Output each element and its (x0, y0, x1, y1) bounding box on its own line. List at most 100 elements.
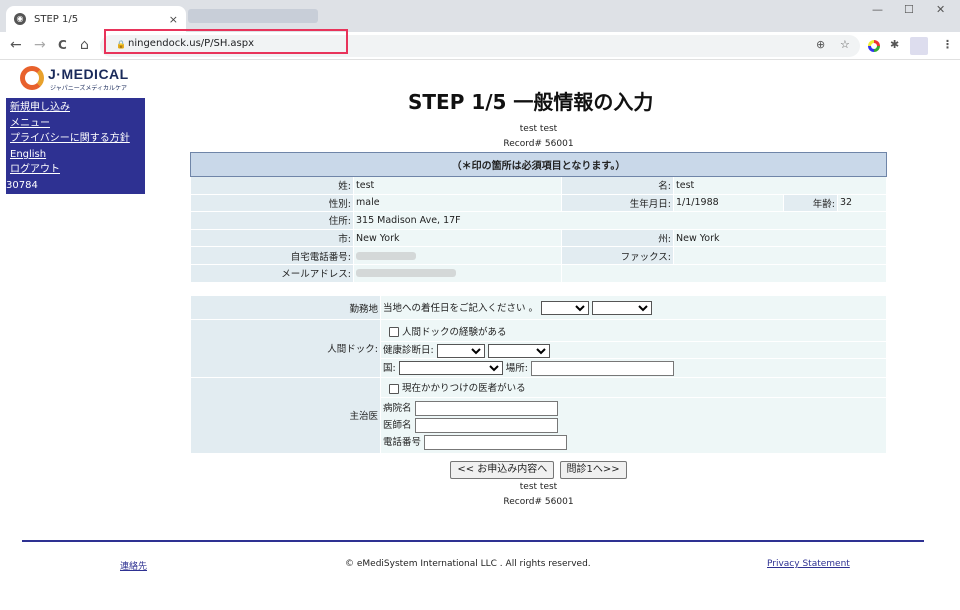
email-label: メールアドレス: (190, 263, 354, 283)
logo-name: J·MEDICAL (48, 66, 129, 82)
forward-icon[interactable]: → (34, 37, 46, 53)
copyright-text: © eMediSystem International LLC . All ri… (345, 559, 591, 569)
country-place-cell: 国: 場所: (380, 357, 887, 378)
sidebar-item-english[interactable]: English (10, 148, 47, 160)
reload-icon[interactable]: C (58, 38, 67, 52)
doctor-details-cell: 病院名 医師名 電話番号 (380, 396, 887, 454)
age-value: 32 (837, 193, 887, 213)
browser-toolbar: ← → C ⌂ 🔒 ningendock.us/P/SH.aspx ⊕ ☆ ✱ … (0, 32, 960, 60)
tab-close-icon[interactable]: × (168, 12, 178, 26)
dock-label: 人間ドック: (190, 319, 381, 378)
gender-value: male (353, 193, 562, 213)
doctor-name-label: 医師名 (383, 420, 412, 431)
zoom-icon[interactable]: ⊕ (816, 38, 826, 51)
home-phone-value (353, 246, 562, 265)
last-name-label: 姓: (190, 176, 354, 195)
email-value (353, 263, 562, 283)
last-name-value: test (353, 176, 562, 195)
profile-avatar[interactable] (910, 37, 928, 55)
general-info-table: （＊印の箇所は必須項目となります。） 姓: test 名: test 性別: m… (190, 152, 887, 283)
dob-label: 生年月日: (561, 193, 674, 213)
checkup-month-select[interactable] (436, 343, 485, 358)
footer-divider (22, 540, 924, 542)
place-input[interactable] (531, 360, 674, 376)
maximize-icon[interactable]: ☐ (904, 3, 914, 16)
sidebar-item-menu[interactable]: メニュー (10, 117, 50, 129)
browser-menu-icon[interactable]: ⋮ (942, 38, 953, 51)
state-label: 州: (561, 228, 674, 248)
url-text[interactable]: ningendock.us/P/SH.aspx (128, 38, 255, 49)
minimize-icon[interactable]: — (872, 3, 883, 16)
logo-subtitle: ジャパニーズメディカルケア (50, 85, 127, 92)
second-tab-blurred[interactable] (188, 9, 318, 23)
sidebar-id-number: 30784 (6, 180, 38, 191)
redacted-phone (356, 251, 416, 260)
footer-record-number: Record# 56001 (503, 497, 574, 507)
back-to-application-button[interactable]: << お申込み内容へ (450, 461, 555, 479)
tab-title: STEP 1/5 (34, 13, 79, 25)
page-favicon-icon: ◉ (14, 13, 26, 25)
has-doctor-cell: 現在かかりつけの医者がいる (380, 376, 887, 398)
privacy-statement-link[interactable]: Privacy Statement (767, 559, 850, 569)
fax-value (673, 246, 887, 265)
fax-label: ファックス: (561, 246, 674, 265)
empty-cell (561, 263, 887, 283)
state-value: New York (673, 228, 887, 248)
dob-value: 1/1/1988 (673, 193, 784, 213)
hospital-label: 病院名 (383, 403, 412, 414)
logo-ring-icon (20, 66, 44, 90)
workplace-text: 当地への着任日をご記入ください 。 (383, 302, 539, 314)
first-name-value: test (673, 176, 887, 195)
hospital-input[interactable] (414, 401, 558, 416)
city-label: 市: (190, 228, 354, 248)
record-number: Record# 56001 (503, 139, 574, 149)
sidebar-item-logout[interactable]: ログアウト (10, 164, 60, 176)
footer-contact: 連絡先 (120, 559, 147, 572)
dock-experience-cell: 人間ドックの経験がある (380, 319, 887, 342)
sidebar-item-new-application[interactable]: 新規申し込み (10, 102, 70, 113)
country-select[interactable] (398, 361, 503, 375)
page-title: STEP 1/5 一般情報の入力 (408, 90, 654, 114)
sidebar-item-privacy-policy[interactable]: プライバシーに関する方針 (10, 133, 130, 145)
arrival-year-select[interactable] (592, 301, 653, 316)
arrival-month-select[interactable] (541, 301, 590, 316)
url-highlight-box (104, 29, 348, 54)
dock-experience-label: 人間ドックの経験がある (402, 326, 507, 338)
redacted-email (356, 269, 456, 278)
window-close-icon[interactable]: ✕ (936, 3, 946, 16)
has-doctor-checkbox[interactable] (389, 383, 399, 394)
navigation-buttons: << お申込み内容へ 問診1へ>> (190, 461, 887, 479)
checkup-date-cell: 健康診断日: (380, 341, 887, 359)
browser-tab-bar: ◉ STEP 1/5 × — ☐ ✕ (0, 0, 960, 32)
extensions-icon[interactable]: ✱ (890, 38, 900, 51)
workplace-label: 勤務地 (190, 295, 381, 320)
color-extension-icon[interactable] (868, 40, 880, 52)
next-questionnaire-button[interactable]: 問診1へ>> (559, 461, 627, 479)
browser-tab[interactable]: ◉ STEP 1/5 × (6, 6, 186, 32)
lock-icon: 🔒 (116, 40, 126, 49)
country-label: 国: (383, 362, 396, 374)
address-label: 住所: (190, 211, 354, 230)
footer-user-name: test test (519, 482, 558, 492)
back-icon[interactable]: ← (10, 37, 22, 53)
doctor-label: 主治医 (190, 376, 381, 454)
home-phone-label: 自宅電話番号: (190, 246, 354, 265)
home-icon[interactable]: ⌂ (80, 37, 89, 53)
age-label: 年齢: (783, 193, 838, 213)
user-name: test test (519, 124, 558, 134)
dock-experience-checkbox[interactable] (389, 327, 399, 337)
jmedical-logo[interactable]: J·MEDICAL ジャパニーズメディカルケア (20, 65, 145, 95)
doctor-name-input[interactable] (414, 418, 558, 433)
checkup-year-select[interactable] (487, 343, 550, 358)
checkup-date-label: 健康診断日: (383, 345, 434, 356)
city-value: New York (353, 228, 562, 248)
address-value: 315 Madison Ave, 17F (353, 211, 887, 230)
footer-privacy: Privacy Statement (767, 559, 850, 569)
bookmark-star-icon[interactable]: ☆ (840, 38, 850, 51)
address-bar[interactable] (100, 35, 860, 57)
required-notice: （＊印の箇所は必須項目となります。） (190, 152, 887, 177)
place-label: 場所: (505, 362, 528, 374)
contact-link[interactable]: 連絡先 (120, 562, 148, 572)
doctor-phone-input[interactable] (424, 435, 568, 450)
has-doctor-label: 現在かかりつけの医者がいる (402, 383, 526, 394)
